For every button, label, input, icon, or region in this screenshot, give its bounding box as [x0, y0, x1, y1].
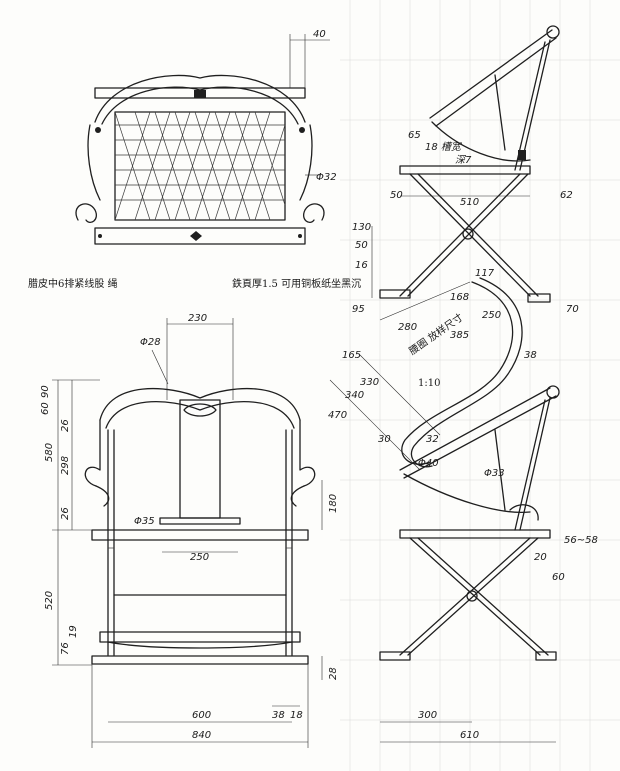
- dim-16: 16: [355, 260, 368, 271]
- front-elevation: 230 Φ28 580 520 60 90 26 298 26 76 19 Φ3…: [40, 313, 339, 748]
- dim-50b: 50: [355, 240, 368, 251]
- dim-230: 230: [188, 313, 207, 324]
- bend-scale-note: 1:10: [418, 378, 440, 389]
- dim-76: 76: [60, 642, 71, 655]
- dim-298: 298: [60, 456, 71, 475]
- dim-385: 385: [450, 330, 469, 341]
- dim-curve-38: 38: [524, 350, 537, 361]
- dim-168: 168: [450, 292, 469, 303]
- dim-50: 50: [390, 190, 403, 201]
- seat-weave-note: 腊皮中6排紧线股 绳: [28, 277, 118, 290]
- dim-38: 38: [272, 710, 285, 721]
- dim-580: 580: [44, 443, 55, 462]
- dim-510: 510: [460, 197, 479, 208]
- side-elevation-top: 65 18 槽宽 深7 50 510 62 130 50 16 95 70: [352, 25, 579, 315]
- dim-phi33: Φ33: [484, 468, 505, 479]
- dim-330: 330: [360, 377, 379, 388]
- dim-65: 65: [408, 130, 421, 141]
- side-elevation-bottom: 56~58 20 60 300 610: [379, 385, 598, 743]
- dim-340: 340: [345, 390, 364, 401]
- dim-phi35: Φ35: [134, 516, 155, 527]
- dim-phi28: Φ28: [140, 337, 161, 348]
- dim-30: 30: [378, 434, 391, 445]
- dim-62: 62: [560, 190, 573, 201]
- dim-95: 95: [352, 304, 365, 315]
- dim-phi40: Φ40: [418, 458, 439, 469]
- dim-165: 165: [342, 350, 361, 361]
- dim-117: 117: [475, 268, 495, 279]
- dim-90: 90: [40, 385, 51, 398]
- brace-note-depth: 深7: [455, 154, 472, 166]
- iron-fitting-note: 鉄頁厚1.5 可用铜板纸坐黑沉: [232, 277, 361, 290]
- dim-520: 520: [44, 591, 55, 610]
- bend-template: 117 168 280 250 385 165 330 340 470 38 3…: [328, 268, 537, 479]
- dim-phi32: Φ32: [316, 172, 337, 183]
- dim-250: 250: [482, 310, 501, 321]
- dim-26b: 26: [60, 507, 71, 520]
- grid-paper: [340, 0, 620, 771]
- dim-19: 19: [68, 625, 79, 638]
- dim-600: 600: [192, 710, 211, 721]
- dim-250: 250: [190, 552, 209, 563]
- brace-note: 18 槽宽: [425, 141, 463, 153]
- dim-60: 60: [552, 572, 565, 583]
- dim-280: 280: [398, 322, 417, 333]
- plan-view: 40 Φ32: [75, 29, 337, 245]
- dim-28: 28: [328, 667, 339, 680]
- dim-470: 470: [328, 410, 347, 421]
- dim-20: 20: [534, 552, 547, 563]
- dim-300: 300: [418, 710, 437, 721]
- dim-26a: 26: [60, 419, 71, 432]
- dim-610: 610: [460, 730, 479, 741]
- dim-70: 70: [566, 304, 579, 315]
- dim-840: 840: [192, 730, 211, 741]
- dim-60: 60: [40, 402, 51, 415]
- dim-130: 130: [352, 222, 371, 233]
- dim-56-58: 56~58: [564, 535, 598, 546]
- dim-40: 40: [313, 29, 326, 40]
- dim-180: 180: [328, 494, 339, 513]
- dim-18: 18: [290, 710, 303, 721]
- dim-32: 32: [426, 434, 439, 445]
